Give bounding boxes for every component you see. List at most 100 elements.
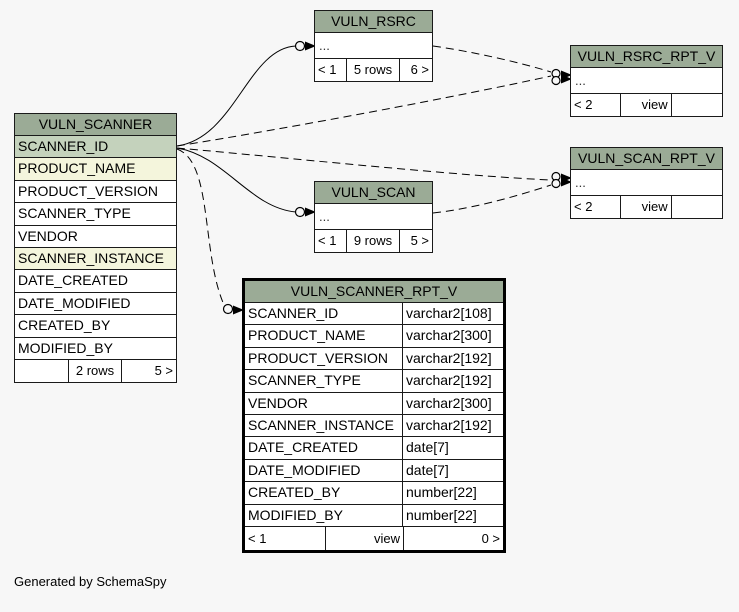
implied-line-scanner-to-scanner-rpt-v: [176, 148, 225, 306]
column-name: DATE_MODIFIED: [18, 294, 131, 311]
column-row: PRODUCT_NAME: [15, 158, 176, 181]
table-footer: < 1 5 rows 6 >: [315, 59, 432, 81]
footer-children: [672, 196, 722, 218]
footer-children: [672, 94, 722, 116]
table-vuln-rsrc[interactable]: VULN_RSRC ... < 1 5 rows 6 >: [314, 10, 433, 82]
column-row: DATE_MODIFIED: [15, 292, 176, 316]
collapsed-columns: ...: [571, 170, 722, 196]
footer-children: 6 >: [410, 62, 429, 77]
table-footer: < 2 view: [571, 94, 722, 116]
collapsed-columns: ...: [571, 68, 722, 94]
column-name: MODIFIED_BY: [245, 504, 403, 526]
column-name: SCANNER_TYPE: [18, 205, 131, 222]
table-header-vuln-scan[interactable]: VULN_SCAN: [315, 182, 432, 204]
footer-parents: < 2: [571, 196, 622, 218]
table-header-vuln-rsrc[interactable]: VULN_RSRC: [315, 11, 432, 33]
footer-children: 0 >: [481, 530, 500, 546]
generated-by-note: Generated by SchemaSpy: [14, 574, 167, 589]
column-name: PRODUCT_VERSION: [245, 347, 403, 370]
footer-parents: < 1: [315, 59, 347, 81]
column-row: SCANNER_TYPE: [15, 203, 176, 226]
table-vuln-scan[interactable]: VULN_SCAN ... < 1 9 rows 5 >: [314, 181, 433, 253]
implied-line-scanner-to-scan-rpt-v: [176, 147, 552, 181]
table-footer: 2 rows 5 >: [15, 359, 176, 382]
footer-children: 5 >: [154, 362, 174, 378]
column-row: MODIFIED_BY: [15, 337, 176, 360]
footer-children: 5 >: [410, 233, 429, 248]
table-vuln-rsrc-rpt-v[interactable]: VULN_RSRC_RPT_V ... < 2 view: [570, 45, 723, 117]
footer-parents: < 1: [245, 526, 326, 550]
table-header-vuln-rsrc-rpt-v[interactable]: VULN_RSRC_RPT_V: [571, 46, 722, 68]
column-name: MODIFIED_BY: [18, 339, 113, 356]
column-name: SCANNER_INSTANCE: [245, 414, 403, 437]
column-type: varchar2[300]: [406, 327, 492, 344]
column-type: number[22]: [406, 484, 477, 501]
column-name: VENDOR: [18, 227, 78, 244]
column-row: VENDOR: [15, 225, 176, 248]
column-name: VENDOR: [245, 392, 403, 414]
footer-parents: < 1: [315, 230, 347, 252]
implied-line-rsrc-to-rsrc-rpt-v: [432, 45, 552, 73]
table-footer: < 1 9 rows 5 >: [315, 230, 432, 252]
column-type: varchar2[108]: [406, 305, 492, 321]
column-type: varchar2[300]: [406, 394, 492, 411]
column-name: PRODUCT_NAME: [245, 325, 403, 347]
column-name: PRODUCT_VERSION: [18, 182, 159, 199]
column-type: date[7]: [406, 461, 449, 478]
footer-view-label: view: [621, 94, 672, 116]
column-name: CREATED_BY: [18, 317, 111, 334]
footer-rowcount: 5 rows: [347, 59, 401, 81]
column-name: DATE_CREATED: [18, 272, 128, 289]
column-row: PRODUCT_VERSION: [15, 180, 176, 204]
table-header-vuln-scan-rpt-v[interactable]: VULN_SCAN_RPT_V: [571, 148, 722, 170]
implied-line-scan-to-scan-rpt-v: [432, 184, 552, 214]
crowfoot-markers: [222, 40, 572, 315]
column-type: varchar2[192]: [406, 349, 492, 366]
implied-line-scanner-to-rsrc-rpt-v: [176, 75, 552, 147]
column-name: PRODUCT_NAME: [18, 160, 136, 177]
column-name: DATE_MODIFIED: [245, 459, 403, 482]
column-list: SCANNER_ID PRODUCT_NAME PRODUCT_VERSION SCA…: [15, 136, 176, 360]
collapsed-columns: ...: [315, 33, 432, 59]
footer-parents: [15, 359, 69, 382]
column-name: SCANNER_ID: [18, 138, 109, 154]
footer-rowcount: 9 rows: [347, 230, 401, 252]
table-vuln-scanner[interactable]: VULN_SCANNER SCANNER_ID PRODUCT_NAME PRODU…: [14, 113, 177, 383]
fk-line-scanner-to-rsrc: [176, 45, 297, 147]
column-row: SCANNER_INSTANCE: [15, 247, 176, 271]
table-footer: < 1 view 0 >: [245, 526, 503, 550]
footer-rowcount: 2 rows: [69, 359, 123, 382]
footer-view-label: view: [326, 526, 404, 550]
column-type: varchar2[192]: [406, 372, 492, 389]
column-type: varchar2[192]: [406, 416, 492, 433]
column-row: DATE_CREATED: [15, 270, 176, 293]
collapsed-columns: ...: [315, 204, 432, 230]
footer-view-label: view: [621, 196, 672, 218]
column-name: SCANNER_TYPE: [245, 370, 403, 392]
column-name: SCANNER_INSTANCE: [18, 249, 164, 266]
table-header-vuln-scanner-rpt-v[interactable]: VULN_SCANNER_RPT_V: [245, 281, 503, 303]
column-type: number[22]: [406, 506, 477, 523]
column-name: CREATED_BY: [245, 482, 403, 504]
table-vuln-scan-rpt-v[interactable]: VULN_SCAN_RPT_V ... < 2 view: [570, 147, 723, 219]
fk-line-scanner-to-scan: [176, 147, 297, 213]
table-footer: < 2 view: [571, 196, 722, 218]
column-row: SCANNER_ID: [15, 136, 176, 159]
column-type: date[7]: [406, 439, 449, 456]
column-row: CREATED_BY: [15, 315, 176, 338]
table-header-vuln-scanner[interactable]: VULN_SCANNER: [15, 114, 176, 136]
